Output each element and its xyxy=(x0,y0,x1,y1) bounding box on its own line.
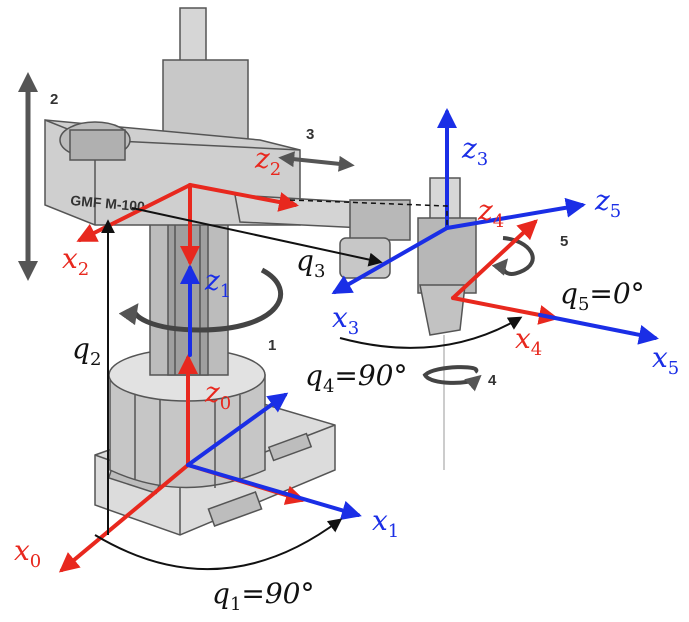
x0-label: x0 xyxy=(14,534,41,572)
x4-axis xyxy=(451,296,559,325)
z4-label: z4 xyxy=(477,194,504,232)
q3-label: q3 xyxy=(296,244,325,282)
x5-label: x5 xyxy=(652,341,679,379)
x1-label: x1 xyxy=(372,504,399,542)
x3-label: x3 xyxy=(332,301,359,339)
x2-label: x2 xyxy=(62,242,89,280)
z0-label: z0 xyxy=(204,376,231,414)
q3-arrow xyxy=(131,207,383,267)
q1-label: q1=90° xyxy=(212,577,314,615)
motion-number-3: 3 xyxy=(306,126,314,143)
z1-label: z1 xyxy=(204,264,231,302)
x2-axis xyxy=(76,183,192,242)
x0-axis xyxy=(58,463,190,573)
z5-label: z5 xyxy=(594,184,621,222)
motion-number-5: 5 xyxy=(560,233,568,250)
machine-illustration xyxy=(44,7,477,536)
motion-number-2: 2 xyxy=(50,91,58,108)
x1-axis xyxy=(186,463,362,521)
x4-label: x4 xyxy=(515,322,542,360)
q1-arc xyxy=(94,518,343,571)
motion-number-4: 4 xyxy=(488,372,497,389)
arm-dashed-guide xyxy=(289,199,448,228)
z3-label: z3 xyxy=(461,132,488,170)
machine-motion-arrows xyxy=(18,72,535,392)
q5-label: q5=0° xyxy=(560,277,645,315)
z2-label: z2 xyxy=(254,142,281,180)
q4-label: q4=90° xyxy=(305,359,407,397)
q2-label: q2 xyxy=(72,332,101,370)
z4-axis xyxy=(451,219,538,300)
q4-arc xyxy=(339,316,523,349)
frame1-third-axis xyxy=(186,392,289,467)
frame2-third-axis xyxy=(188,183,299,212)
motion-number-1: 1 xyxy=(268,337,276,354)
x5-axis xyxy=(538,313,659,345)
frame3-third-axis xyxy=(445,197,586,230)
x3-axis xyxy=(331,226,449,294)
brand-label: GMF M-100 xyxy=(70,192,146,214)
